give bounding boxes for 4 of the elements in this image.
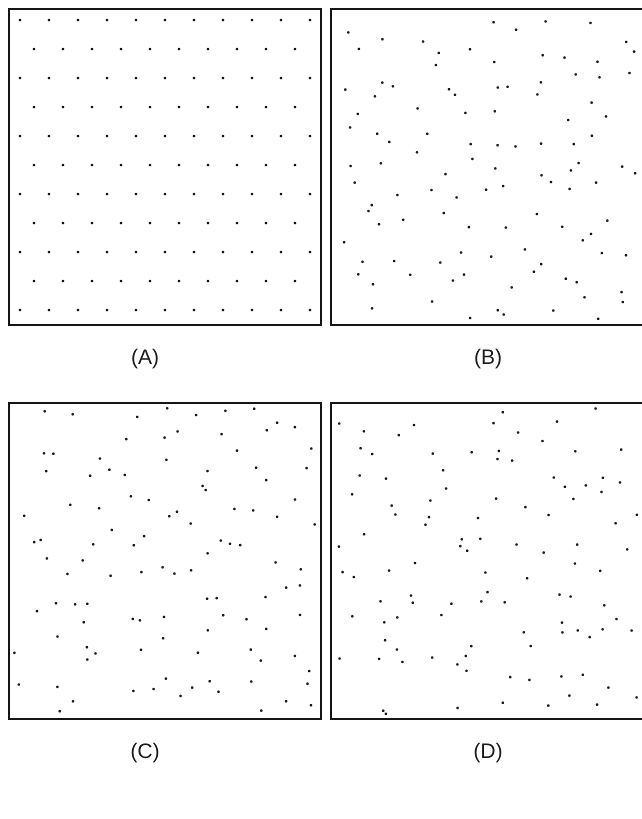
panel-label: (D): [472, 740, 504, 764]
panel-label: (B): [473, 346, 503, 370]
panel-label: (A): [130, 346, 160, 370]
panel-label: (C): [129, 740, 161, 764]
